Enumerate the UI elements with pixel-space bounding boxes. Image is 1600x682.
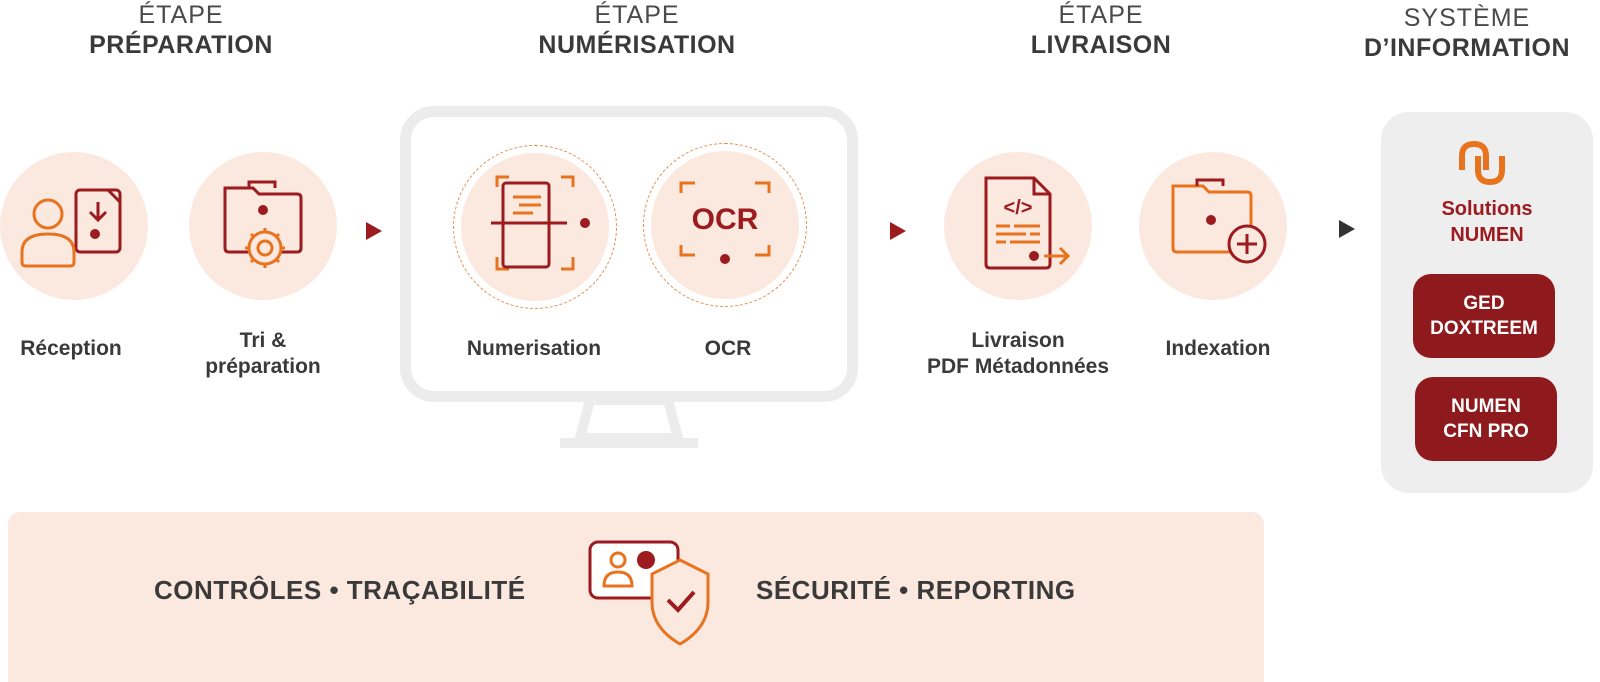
folder-add-icon xyxy=(1171,178,1267,264)
numen-cfn-pro-button[interactable]: NUMEN CFN PRO xyxy=(1415,377,1557,461)
document-code-icon: </> xyxy=(984,176,1071,270)
label-line: PDF Métadonnées xyxy=(926,355,1110,378)
label-line: Livraison xyxy=(971,329,1065,352)
label-line: préparation xyxy=(205,355,321,378)
stage-name: D’INFORMATION xyxy=(1363,34,1570,62)
system-title: Solutions NUMEN xyxy=(1382,196,1592,248)
step-label-tri: Tri & préparation xyxy=(148,328,378,380)
step-label-ocr: OCR xyxy=(613,336,843,362)
step-numerisation-circle xyxy=(461,153,609,301)
step-reception-circle xyxy=(0,152,148,300)
stage-livraison: ÉTAPE LIVRAISON xyxy=(951,0,1251,60)
label-line: Tri & xyxy=(239,329,287,352)
step-ocr-circle: OCR xyxy=(651,151,799,299)
numen-logo-icon xyxy=(1459,140,1505,186)
step-livraison-circle: </> xyxy=(944,152,1092,300)
step-label-indexation: Indexation xyxy=(1103,336,1333,362)
stage-name: PRÉPARATION xyxy=(89,31,273,59)
stage-kicker: ÉTAPE xyxy=(1058,1,1144,29)
button-line: NUMEN xyxy=(1451,396,1521,417)
ocr-icon: OCR xyxy=(679,181,771,264)
button-line: CFN PRO xyxy=(1443,421,1529,442)
ged-doxtreem-button[interactable]: GED DOXTREEM xyxy=(1413,274,1555,358)
step-label-livraison: Livraison PDF Métadonnées xyxy=(903,328,1133,380)
system-title-line: Solutions xyxy=(1441,198,1533,220)
stage-kicker: ÉTAPE xyxy=(594,1,680,29)
stage-name: NUMÉRISATION xyxy=(538,31,736,59)
stage-kicker: ÉTAPE xyxy=(138,1,224,29)
label-line: Réception xyxy=(20,337,122,360)
step-numerisation-ring xyxy=(453,145,617,309)
step-label-reception: Réception xyxy=(0,336,186,362)
button-line: GED xyxy=(1463,293,1505,314)
monitor-stand xyxy=(560,398,698,448)
scanner-icon xyxy=(491,175,590,271)
flow-arrow xyxy=(1339,220,1355,238)
system-title-line: NUMEN xyxy=(1450,224,1524,246)
label-line: OCR xyxy=(704,337,752,360)
folder-gear-icon xyxy=(223,180,303,268)
banner-right-text: SÉCURITÉ • REPORTING xyxy=(756,575,1076,605)
flow-arrow xyxy=(890,222,906,240)
label-line: Indexation xyxy=(1165,337,1271,360)
security-shield-icon xyxy=(588,540,710,646)
stage-numerisation: ÉTAPE NUMÉRISATION xyxy=(487,0,787,60)
reception-icon xyxy=(20,188,122,268)
button-line: DOXTREEM xyxy=(1430,318,1538,339)
stage-preparation: ÉTAPE PRÉPARATION xyxy=(31,0,331,60)
stage-kicker: SYSTÈME xyxy=(1403,4,1531,32)
banner-left-text: CONTRÔLES • TRAÇABILITÉ xyxy=(154,575,526,605)
step-label-numerisation: Numerisation xyxy=(419,336,649,362)
stage-name: LIVRAISON xyxy=(1030,31,1172,59)
flow-arrow xyxy=(366,222,382,240)
step-tri-circle xyxy=(189,152,337,300)
step-ocr-ring xyxy=(643,143,807,307)
label-line: Numerisation xyxy=(466,337,602,360)
stage-systeme-information: SYSTÈME D’INFORMATION xyxy=(1336,3,1598,63)
svg-text:</>: </> xyxy=(1004,197,1033,219)
ocr-icon-text: OCR xyxy=(692,203,759,236)
step-indexation-circle xyxy=(1139,152,1287,300)
